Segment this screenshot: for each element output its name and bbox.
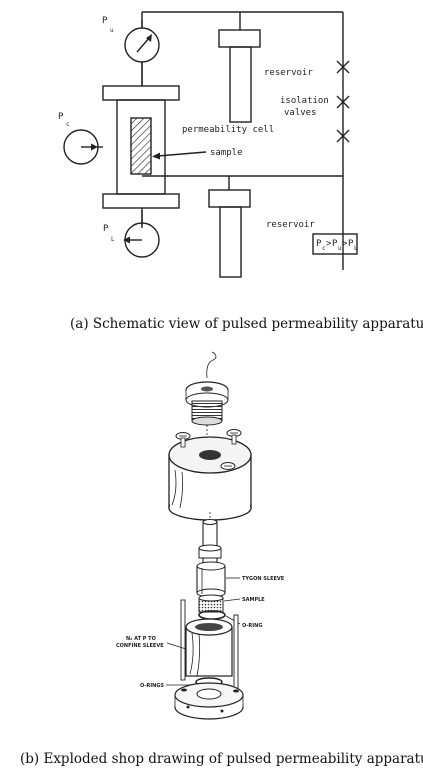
svg-text:c: c <box>322 245 326 252</box>
o-ring-label: O-RING <box>242 623 262 629</box>
piston-rod <box>198 512 222 566</box>
isolation-label-line1: isolation <box>280 96 329 106</box>
caption-b: (b) Exploded shop drawing of pulsed perm… <box>20 751 423 767</box>
sample-label: sample <box>210 148 243 158</box>
gauge-confining <box>63 129 99 165</box>
tygon-label: TYGON SLEEVE <box>242 576 285 582</box>
isolation-label-line2: valves <box>284 108 317 118</box>
permeability-cell <box>97 62 180 226</box>
tygon-sleeve <box>196 561 226 598</box>
cable <box>206 351 217 379</box>
sample-piece <box>198 594 224 613</box>
top-plug <box>185 381 229 426</box>
reservoir-bottom-label: reservoir <box>266 220 315 230</box>
exploded-drawing: TYGON SLEEVE SAMPLE O-RING N₂ AT P TO CO… <box>116 351 285 720</box>
gauge-upstream <box>124 27 160 63</box>
sample-piece-label: SAMPLE <box>242 597 265 603</box>
caption-a: (a) Schematic view of pulsed permeabilit… <box>70 316 423 332</box>
op-2: > <box>342 239 348 249</box>
gauge-confining-letter: P <box>58 112 64 122</box>
sample-core <box>130 117 152 175</box>
base-plate <box>174 682 244 720</box>
gauge-confining-sub: c <box>66 121 70 128</box>
gauge-lower-sub: L <box>111 236 115 243</box>
svg-text:P: P <box>348 239 354 249</box>
reservoir-top <box>218 12 261 123</box>
cap-screw <box>220 462 236 470</box>
schematic-diagram: reservoir reservoir isolation valves per… <box>58 11 358 278</box>
cap-screw <box>175 432 191 448</box>
svg-text:P: P <box>316 239 322 249</box>
svg-text:u: u <box>338 245 342 252</box>
n2-label-line1: N₂ AT P TO <box>126 636 156 642</box>
pressure-condition-box: P c > P u > P L <box>312 233 358 255</box>
gauge-lower <box>123 222 160 258</box>
gauge-lower-letter: P <box>103 224 109 234</box>
svg-text:L: L <box>354 245 358 252</box>
o-rings-label: O-RINGS <box>140 683 164 689</box>
end-cap <box>168 429 252 521</box>
n2-label-line2: CONFINE SLEEVE <box>116 643 164 649</box>
confining-cylinder <box>180 599 239 691</box>
cap-screw <box>226 429 242 445</box>
svg-text:P: P <box>332 239 338 249</box>
pipe-network <box>141 11 344 270</box>
reservoir-bottom <box>208 176 251 278</box>
isolation-valves <box>336 60 350 143</box>
gauge-upstream-sub: u <box>110 27 114 34</box>
gauge-upstream-letter: P <box>102 16 108 26</box>
cell-label: permeability cell <box>182 125 274 135</box>
svg-text:>: > <box>326 239 332 249</box>
reservoir-top-label: reservoir <box>264 68 313 78</box>
sample-leader-arrow <box>152 151 207 160</box>
